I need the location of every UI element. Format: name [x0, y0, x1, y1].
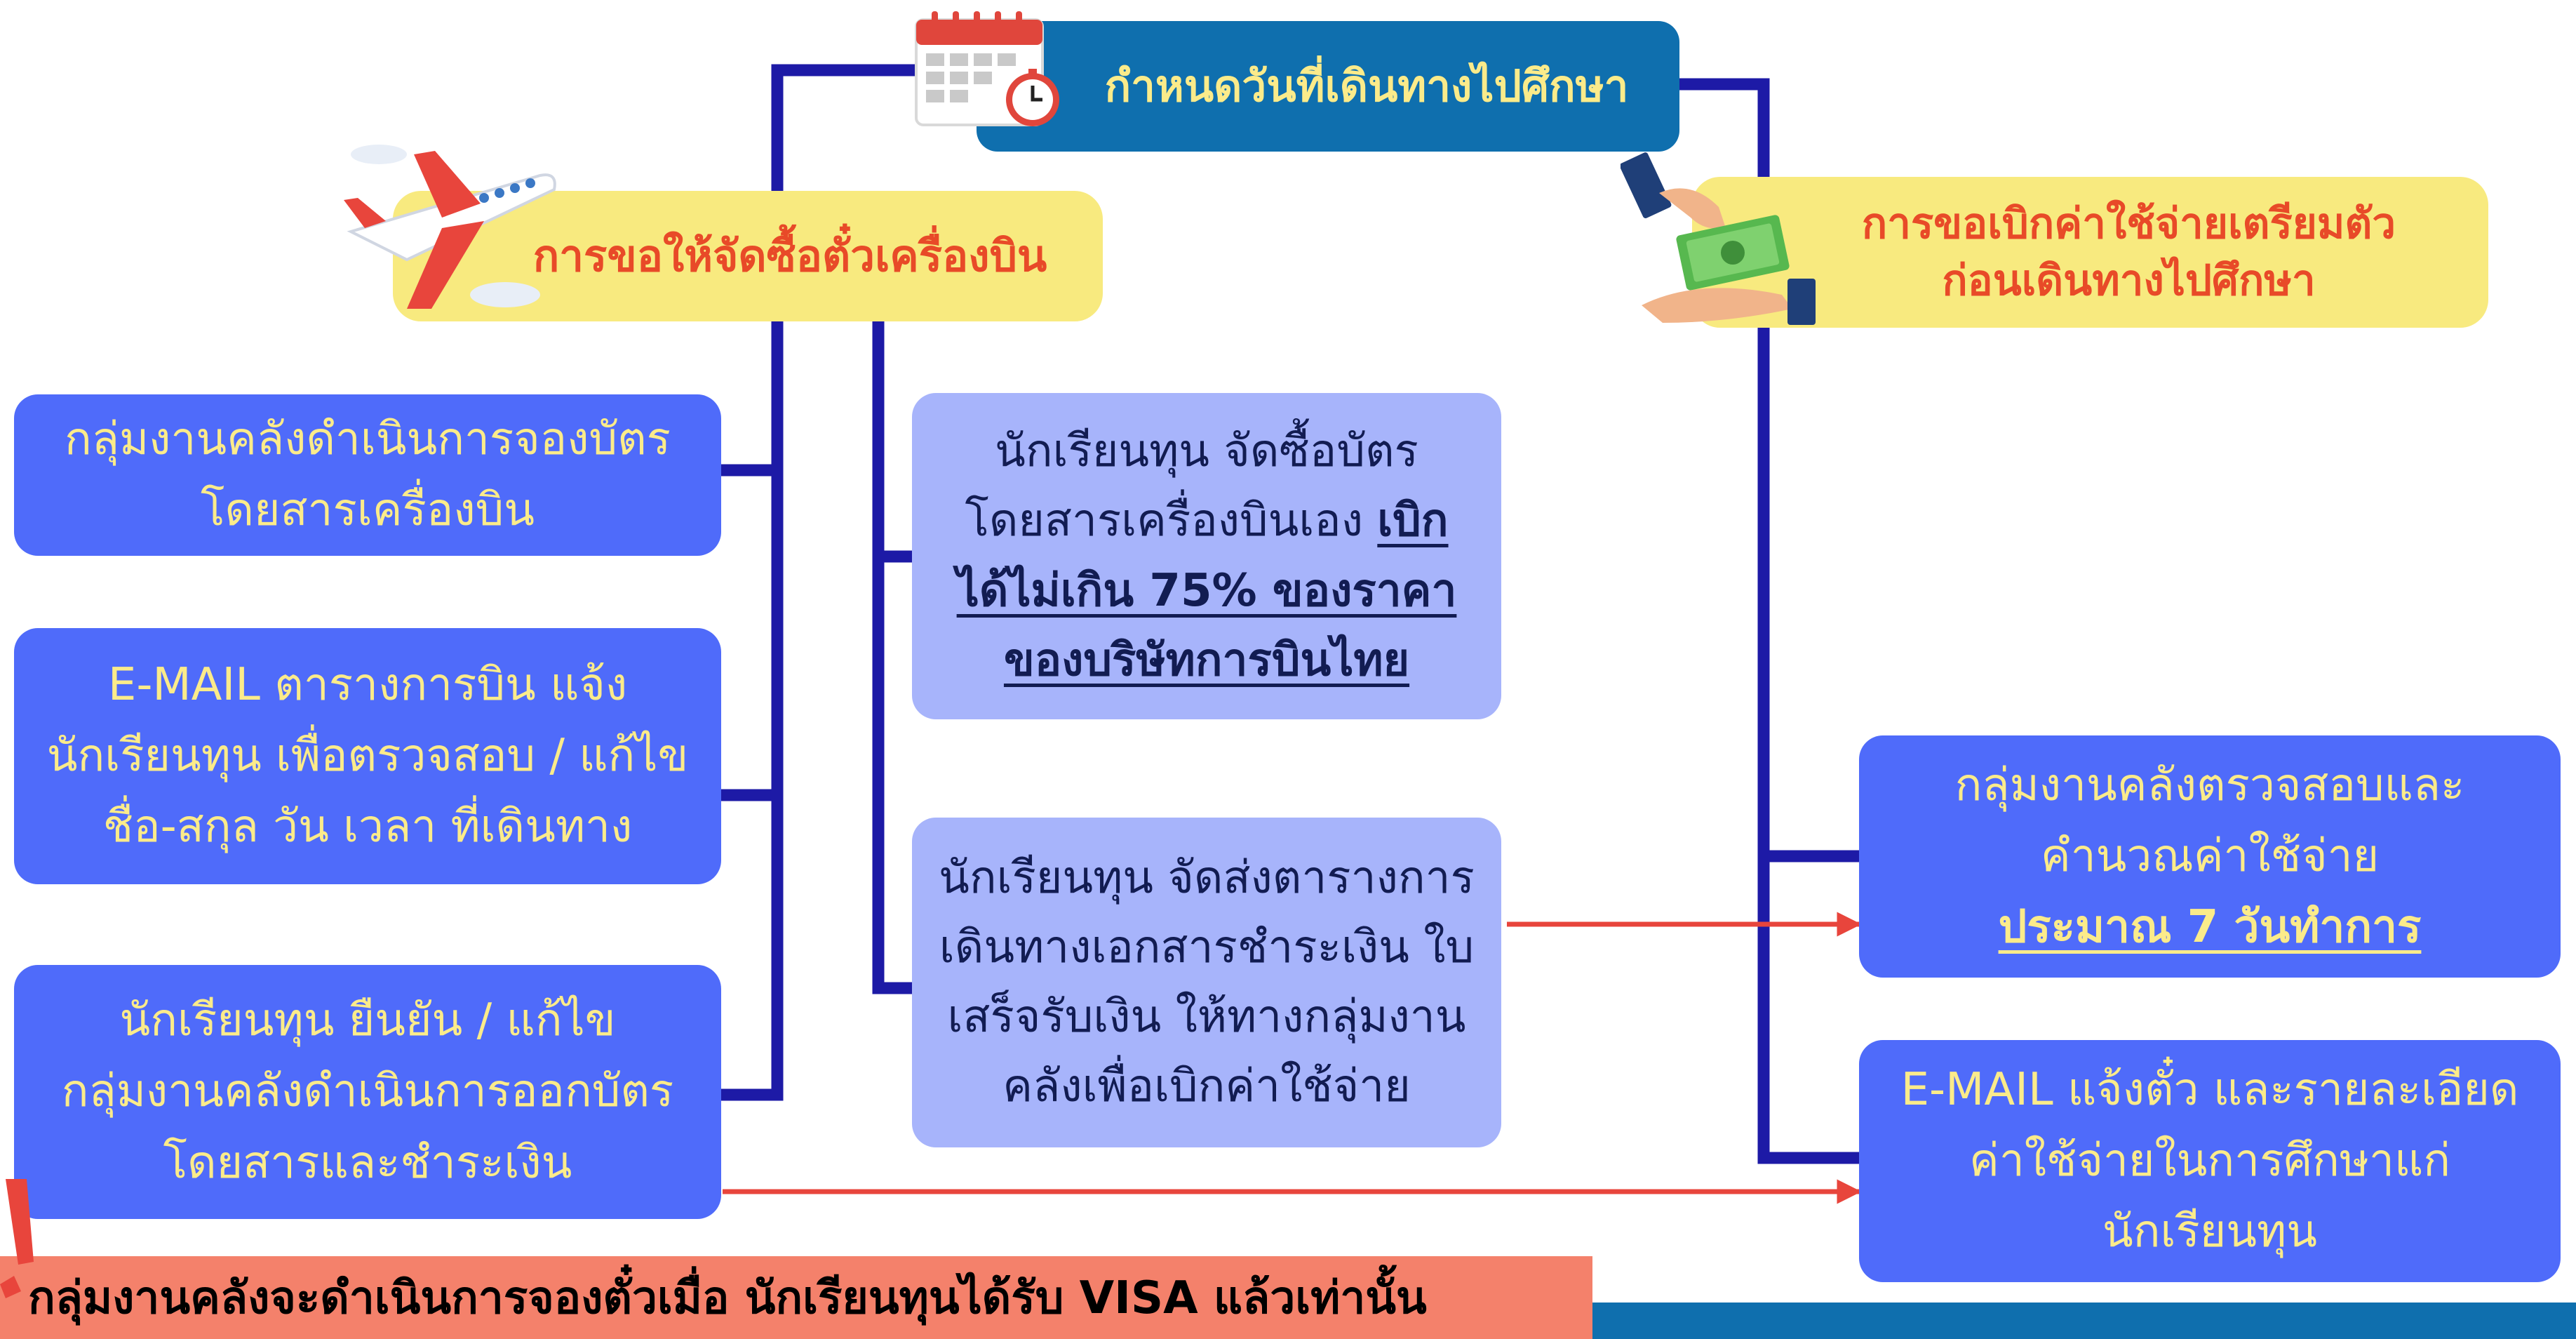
- self-purchase-emphasis-line-1: ได้ไม่เกิน 75% ของราคา: [956, 564, 1457, 617]
- left-step-1-line-1: กลุ่มงานคลังดำเนินการจองบัตร: [64, 413, 671, 465]
- notify-line-1: E-MAIL แจ้งตั๋ว และรายละเอียด: [1900, 1063, 2519, 1116]
- alarm-clock-icon: [1006, 69, 1059, 126]
- notify-line-2: ค่าใช้จ่ายในการศึกษาแก่: [1969, 1134, 2450, 1187]
- self-purchase-line-2-text: โดยสารเครื่องบินเอง: [965, 495, 1363, 547]
- left-branch-title-box: การขอให้จัดซื้อตั๋วเครื่องบิน: [393, 191, 1103, 321]
- verify-line-1: กลุ่มงานคลังตรวจสอบและ: [1954, 759, 2465, 811]
- notify-line-3: นักเรียนทุน: [2102, 1206, 2317, 1258]
- left-step-2: E-MAIL ตารางการบิน แจ้ง นักเรียนทุน เพื่…: [14, 628, 721, 884]
- left-branch-title: การขอให้จัดซื้อตั๋วเครื่องบิน: [532, 230, 1047, 282]
- left-step-3-line-1: นักเรียนทุน ยืนยัน / แก้ไข: [119, 994, 616, 1047]
- middle-self-purchase: นักเรียนทุน จัดซื้อบัตร โดยสารเครื่องบิน…: [912, 393, 1501, 719]
- footer-note-box: กลุ่มงานคลังจะดำเนินการจองตั๋วเมื่อ นักเ…: [0, 1256, 1592, 1339]
- right-verify: กลุ่มงานคลังตรวจสอบและ คำนวณค่าใช้จ่าย ป…: [1859, 735, 2561, 978]
- self-purchase-emphasis-line-2: ของบริษัทการบินไทย: [1003, 634, 1410, 686]
- middle-submit-docs: นักเรียนทุน จัดส่งตารางการ เดินทางเอกสาร…: [912, 818, 1501, 1147]
- verify-line-2: คำนวณค่าใช้จ่าย: [2040, 830, 2380, 882]
- right-branch-title-line-2: ก่อนเดินทางไปศึกษา: [1942, 255, 2316, 305]
- calendar-icon: [915, 11, 1059, 126]
- left-step-2-line-2: นักเรียนทุน เพื่อตรวจสอบ / แก้ไข: [46, 729, 689, 782]
- connector-header-right: [1674, 78, 1770, 1164]
- exclamation-icon: [0, 1179, 34, 1298]
- header-title: กำหนดวันที่เดินทางไปศึกษา: [1104, 60, 1629, 112]
- left-step-3-line-3: โดยสารและชำระเงิน: [163, 1136, 572, 1189]
- money-hands-icon: [1621, 152, 1816, 325]
- self-purchase-emphasis-inline: เบิก: [1377, 495, 1449, 547]
- footer-note: กลุ่มงานคลังจะดำเนินการจองตั๋วเมื่อ นักเ…: [28, 1272, 1427, 1324]
- bottom-strip: [1592, 1303, 2576, 1339]
- submit-docs-line-4: คลังเพื่อเบิกค่าใช้จ่าย: [1002, 1060, 1411, 1113]
- submit-docs-line-3: เสร็จรับเงิน ให้ทางกลุ่มงาน: [947, 991, 1466, 1043]
- left-step-3: นักเรียนทุน ยืนยัน / แก้ไข กลุ่มงานคลังด…: [14, 965, 721, 1219]
- left-step-2-line-3: ชื่อ-สกุล วัน เวลา ที่เดินทาง: [102, 801, 633, 853]
- right-branch-title-box: การขอเบิกค่าใช้จ่ายเตรียมตัว ก่อนเดินทาง…: [1692, 177, 2488, 328]
- submit-docs-line-2: เดินทางเอกสารชำระเงิน ใบ: [939, 921, 1475, 973]
- header-start-date: กำหนดวันที่เดินทางไปศึกษา: [977, 21, 1679, 152]
- airplane-icon: [344, 145, 556, 309]
- self-purchase-line-2: โดยสารเครื่องบินเอง เบิก: [965, 486, 1448, 556]
- right-branch-title-line-1: การขอเบิกค่าใช้จ่ายเตรียมตัว: [1861, 199, 2396, 248]
- left-step-1: กลุ่มงานคลังดำเนินการจองบัตร โดยสารเครื่…: [14, 394, 721, 556]
- connector-header-left: [771, 64, 981, 1101]
- submit-docs-line-1: นักเรียนทุน จัดส่งตารางการ: [939, 851, 1475, 904]
- left-step-2-line-1: E-MAIL ตารางการบิน แจ้ง: [107, 658, 628, 711]
- self-purchase-line-1: นักเรียนทุน จัดซื้อบัตร: [995, 425, 1418, 478]
- right-notify: E-MAIL แจ้งตั๋ว และรายละเอียด ค่าใช้จ่าย…: [1859, 1040, 2561, 1282]
- left-step-1-line-2: โดยสารเครื่องบิน: [201, 484, 535, 536]
- verify-emphasis: ประมาณ 7 วันทำการ: [1998, 901, 2422, 954]
- left-step-3-line-2: กลุ่มงานคลังดำเนินการออกบัตร: [61, 1065, 674, 1118]
